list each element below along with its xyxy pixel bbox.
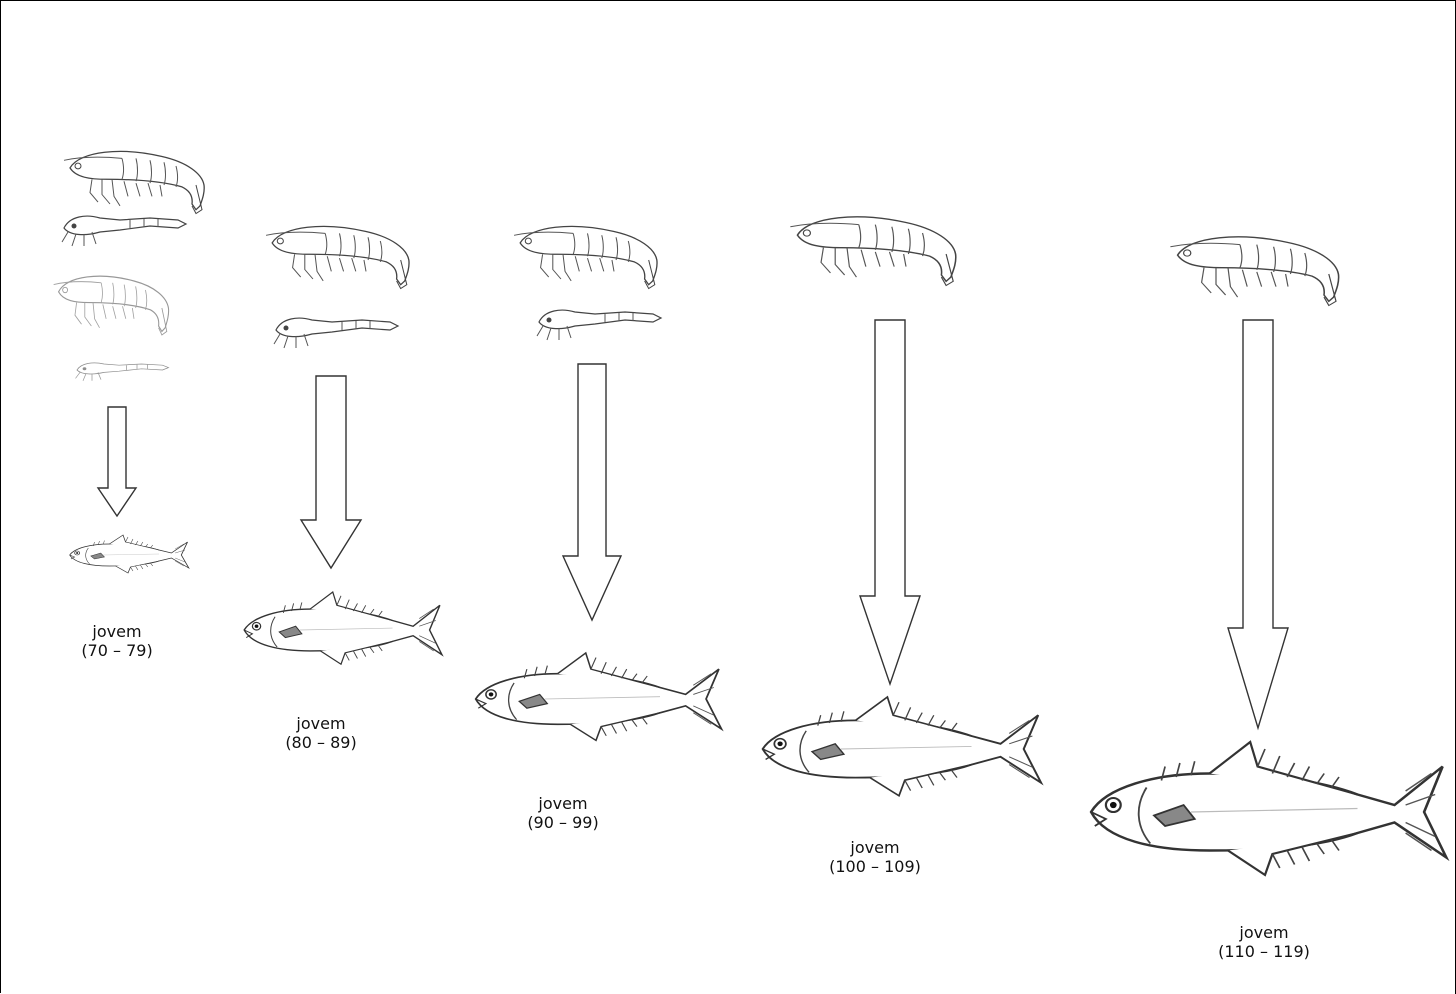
stage-name: jovem (37, 622, 197, 641)
arrow-5 (1228, 320, 1288, 728)
arrow-1 (98, 407, 136, 516)
size-range: (110 – 119) (1184, 942, 1344, 961)
prey-shrimp-adult (1170, 237, 1338, 306)
prey-shrimp-larva (62, 216, 186, 246)
prey-zooplankton (76, 363, 169, 381)
prey-shrimp-larva (274, 318, 398, 348)
size-range: (80 – 89) (241, 733, 401, 752)
stage-label-4: jovem (100 – 109) (795, 838, 955, 876)
stage-5-group (1091, 237, 1446, 875)
prey-shrimp-adult (514, 226, 657, 288)
arrow-3 (563, 364, 621, 620)
predator-fish-4 (763, 697, 1041, 796)
stage-name: jovem (483, 794, 643, 813)
prey-shrimp-adult (790, 217, 955, 286)
stage-name: jovem (241, 714, 401, 733)
prey-shrimp-adult (266, 226, 409, 288)
stage-1-group (54, 151, 205, 573)
stage-label-3: jovem (90 – 99) (483, 794, 643, 832)
prey-shrimp-adult (64, 151, 204, 213)
stage-name: jovem (795, 838, 955, 857)
stage-4-group (763, 217, 1041, 796)
arrow-2 (301, 376, 361, 568)
size-range: (70 – 79) (37, 641, 197, 660)
stage-name: jovem (1184, 923, 1344, 942)
predator-fish-3 (476, 653, 722, 740)
predator-fish-5 (1091, 742, 1446, 875)
arrow-4 (860, 320, 920, 684)
prey-shrimp-larva (537, 310, 661, 340)
stage-label-2: jovem (80 – 89) (241, 714, 401, 752)
stage-label-1: jovem (70 – 79) (37, 622, 197, 660)
predator-fish-2 (244, 592, 442, 664)
stage-label-5: jovem (110 – 119) (1184, 923, 1344, 961)
predator-fish-1 (70, 535, 189, 573)
size-range: (100 – 109) (795, 857, 955, 876)
stage-3-group (476, 226, 722, 740)
prey-shrimp-curled (54, 276, 169, 335)
stage-2-group (244, 226, 442, 664)
size-range: (90 – 99) (483, 813, 643, 832)
